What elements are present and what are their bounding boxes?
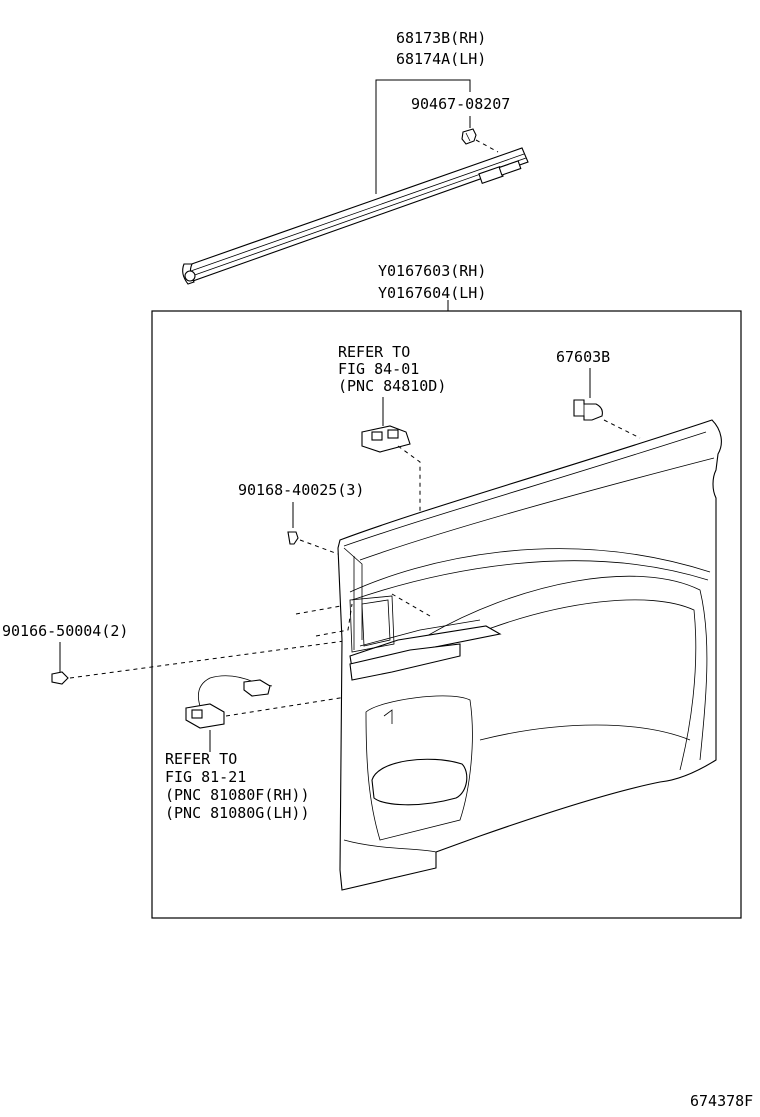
label-fastener-clip: 67603B — [556, 348, 610, 366]
label-weatherstrip-rh: 68173B(RH) — [396, 29, 486, 47]
label-clip: 90467-08207 — [411, 95, 510, 113]
label-lamp-ref-4: (PNC 81080G(LH)) — [165, 804, 310, 822]
label-lamp-ref-1: REFER TO — [165, 750, 237, 768]
courtesy-lamp-part — [185, 675, 391, 752]
label-panel-lh: Y0167604(LH) — [378, 284, 486, 302]
figure-id: 674378F — [690, 1092, 753, 1110]
fastener-clip-part — [573, 368, 641, 439]
upper-screw-part — [287, 502, 339, 555]
door-weatherstrip — [182, 147, 529, 285]
weatherstrip-leader — [375, 79, 471, 194]
switch-bracket-part — [361, 397, 421, 640]
label-switch-ref-3: (PNC 84810D) — [338, 377, 446, 395]
label-weatherstrip-lh: 68174A(LH) — [396, 50, 486, 68]
label-screw-upper: 90168-40025(3) — [238, 481, 364, 499]
label-lamp-ref-2: FIG 81-21 — [165, 768, 246, 786]
label-switch-ref-1: REFER TO — [338, 343, 410, 361]
clip-part — [461, 128, 499, 153]
label-screw-lower: 90166-50004(2) — [2, 622, 128, 640]
label-switch-ref-2: FIG 84-01 — [338, 360, 419, 378]
lower-screw-part — [51, 603, 353, 685]
door-trim-panel — [315, 419, 722, 891]
label-lamp-ref-3: (PNC 81080F(RH)) — [165, 786, 310, 804]
panel-frame — [151, 310, 742, 919]
label-panel-rh: Y0167603(RH) — [378, 262, 486, 280]
